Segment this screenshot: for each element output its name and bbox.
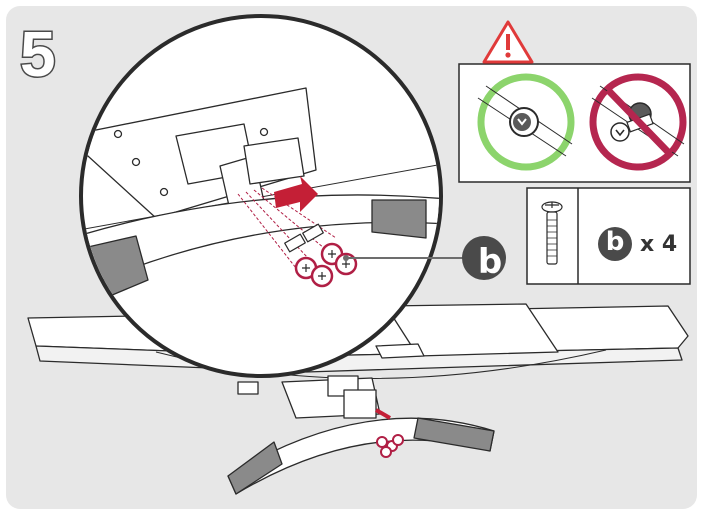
stand-base: [228, 376, 494, 494]
warning-box: [459, 22, 690, 182]
incorrect-screw-prohibited-icon: [592, 77, 684, 167]
step-number: 5: [20, 22, 57, 86]
quantity-part-letter: b: [598, 227, 632, 261]
assembly-illustration: [6, 6, 697, 509]
instruction-panel: 5 b b x 4: [6, 6, 697, 509]
quantity-count: x 4: [640, 232, 677, 257]
correct-screw-check-icon: [478, 77, 572, 167]
warning-triangle-icon: [484, 22, 532, 62]
screw-callout-label: b: [469, 243, 511, 285]
